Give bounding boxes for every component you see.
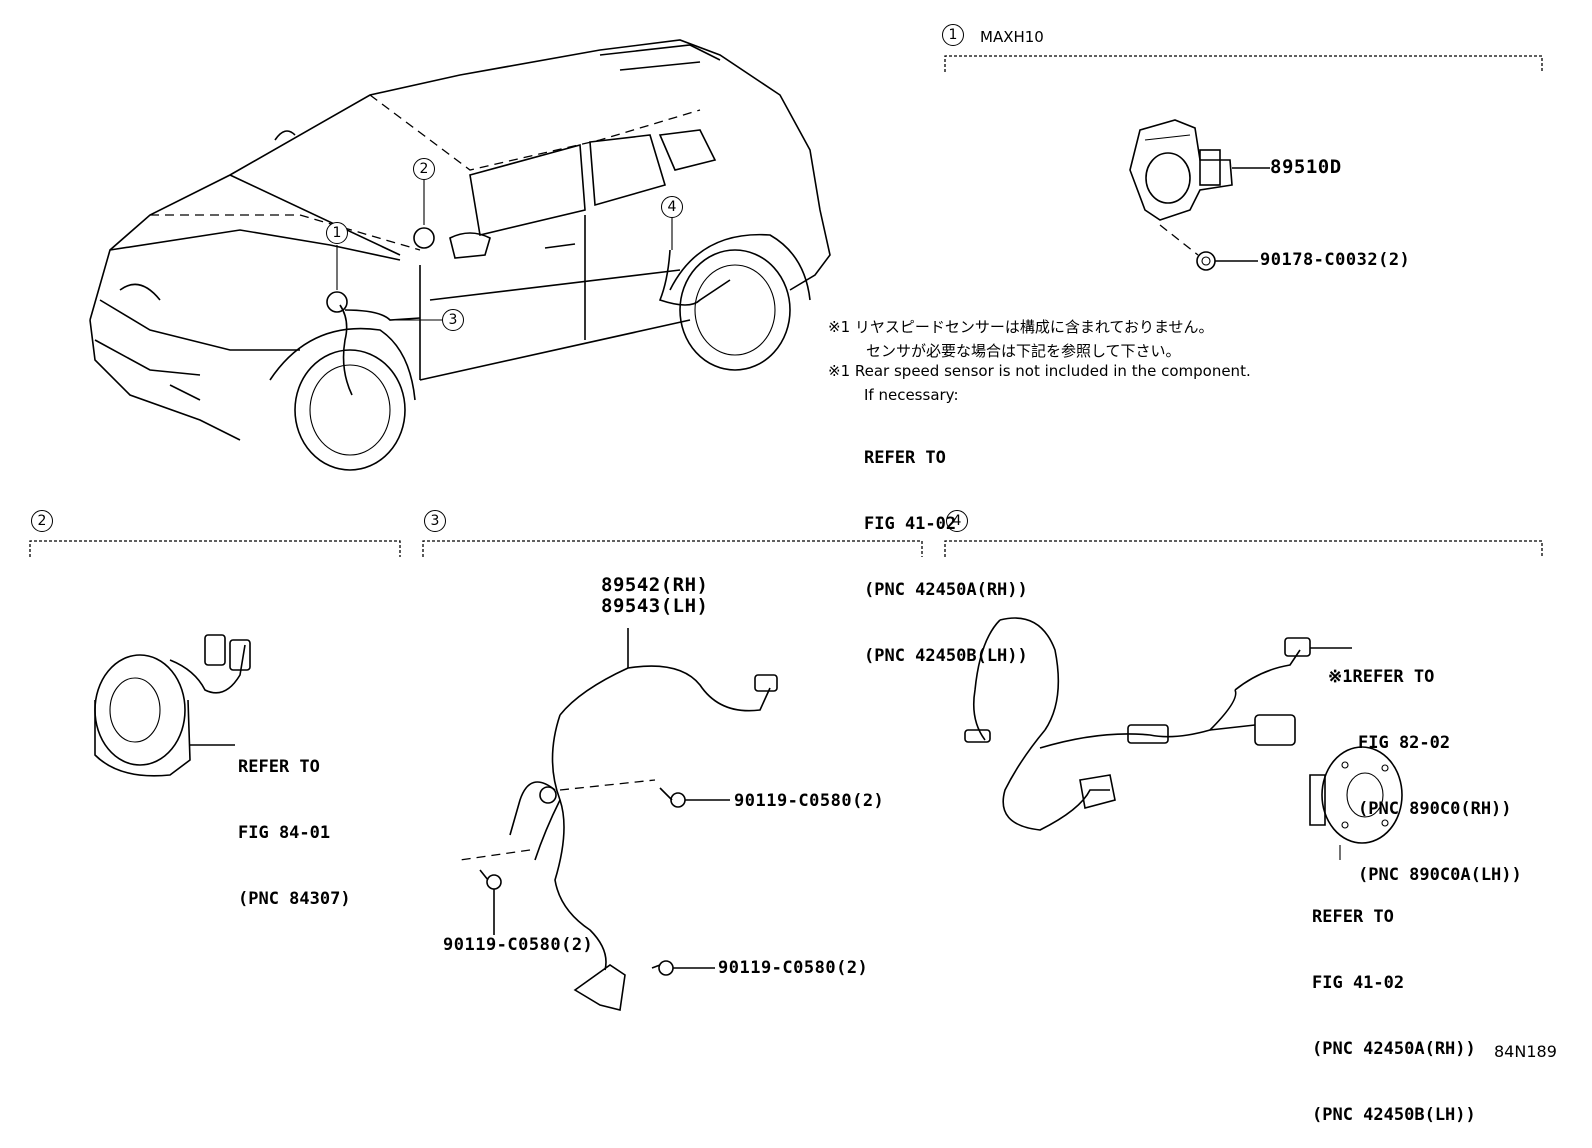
- bolt-90119-label-b: 90119-C0580(2): [443, 935, 594, 955]
- callout-4-on-vehicle: 4: [661, 196, 683, 218]
- section-2-ref-line: REFER TO: [238, 757, 320, 777]
- section-4-ref-bottom-line: (PNC 42450A(RH)): [1312, 1039, 1476, 1059]
- diagram-canvas: [29, 39, 1543, 1011]
- part-90178-label: 90178-C0032(2): [1260, 250, 1411, 270]
- section-4-ref-top-line: (PNC 890C0A(LH)): [1358, 865, 1522, 885]
- note-ref-line: (PNC 42450A(RH)): [864, 580, 1028, 600]
- section-4-ref-bottom-line: REFER TO: [1312, 907, 1394, 927]
- section-4-ref-top-line: ※1REFER TO: [1328, 667, 1435, 687]
- note-ref-line: FIG 41-02: [864, 514, 957, 534]
- part-89543-lh-label: 89543(LH): [601, 595, 709, 617]
- rear-harness-drawing: [964, 617, 1403, 860]
- vehicle-illustration: [89, 39, 831, 471]
- section-2-marker: 2: [31, 510, 53, 532]
- note-jp-line-1: ※1 リヤスピードセンサーは構成に含まれておりません。: [828, 318, 1214, 336]
- note-ref-line: REFER TO: [864, 448, 946, 468]
- section-2-ref-line: (PNC 84307): [238, 889, 351, 909]
- section-3-marker: 3: [424, 510, 446, 532]
- note-en-line-1: ※1 Rear speed sensor is not included in …: [828, 362, 1251, 380]
- section-4-marker: 4: [946, 510, 968, 532]
- section-2-reference: REFER TO FIG 84-01 (PNC 84307): [238, 712, 351, 932]
- note-reference-block: REFER TO FIG 41-02 (PNC 42450A(RH)) (PNC…: [864, 403, 1028, 689]
- section-1-label: MAXH10: [980, 28, 1044, 46]
- section-4-ref-top-line: FIG 82-02: [1358, 733, 1451, 753]
- callout-1-on-vehicle: 1: [326, 222, 348, 244]
- section-4-ref-bottom-line: (PNC 42450B(LH)): [1312, 1105, 1476, 1125]
- section-frames: [29, 55, 1543, 557]
- bolt-90119-label-a: 90119-C0580(2): [734, 791, 885, 811]
- section-4-ref-top-line: (PNC 890C0(RH)): [1358, 799, 1512, 819]
- section-4-reference-top: ※1REFER TO FIG 82-02 (PNC 890C0(RH)) (PN…: [1328, 622, 1522, 908]
- section-4-ref-bottom-line: FIG 41-02: [1312, 973, 1405, 993]
- bolt-90119-label-c: 90119-C0580(2): [718, 958, 869, 978]
- part-89510d-label: 89510D: [1270, 156, 1342, 178]
- note-ref-line: (PNC 42450B(LH)): [864, 646, 1028, 666]
- figure-id: 84N189: [1494, 1042, 1557, 1061]
- section-2-ref-line: FIG 84-01: [238, 823, 331, 843]
- spiral-cable-drawing: [94, 634, 251, 777]
- note-en-line-2: If necessary:: [864, 386, 959, 404]
- note-jp-line-2: センサが必要な場合は下記を参照して下さい。: [866, 342, 1181, 360]
- callout-2-on-vehicle: 2: [413, 158, 435, 180]
- part-89542-rh-label: 89542(RH): [601, 574, 709, 596]
- front-harness-drawing: [459, 628, 778, 1011]
- callout-3-on-vehicle: 3: [442, 309, 464, 331]
- sensor-89510d-drawing: [1129, 119, 1270, 271]
- section-1-marker: 1: [942, 24, 964, 46]
- section-4-reference-bottom: REFER TO FIG 41-02 (PNC 42450A(RH)) (PNC…: [1312, 862, 1476, 1148]
